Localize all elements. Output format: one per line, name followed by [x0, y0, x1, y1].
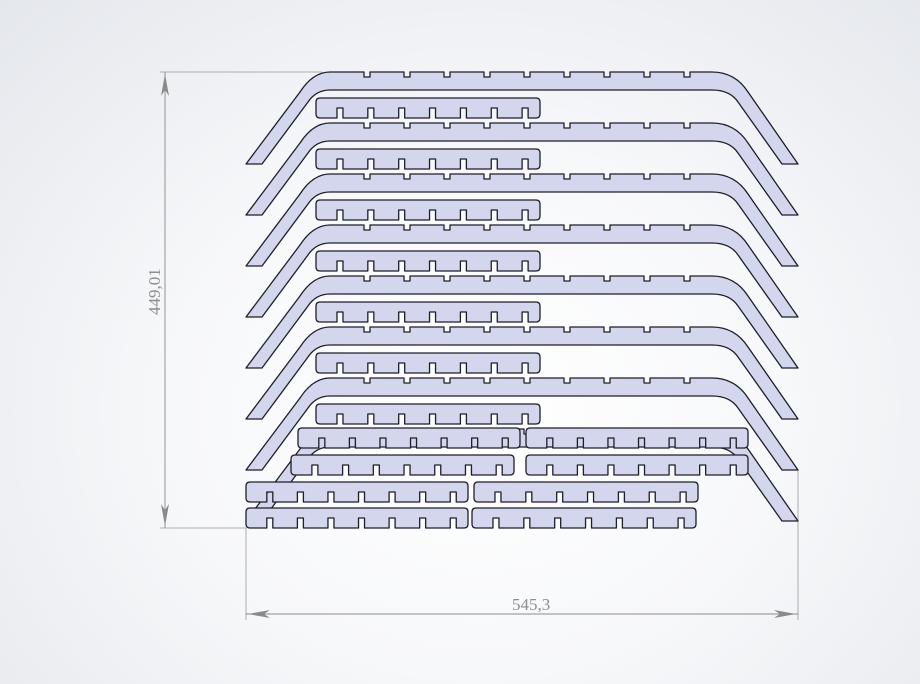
short-slotted-strip-7[interactable] [315, 403, 541, 425]
width-dimension-label: 545,3 [512, 595, 550, 614]
short-slotted-strip-5[interactable] [315, 301, 541, 323]
short-slotted-strip-3[interactable] [315, 199, 541, 221]
arch-rib-3[interactable] [245, 173, 799, 267]
bottom-strip-row1-2[interactable] [525, 427, 749, 449]
arch-rib-2[interactable] [245, 122, 799, 216]
width-arrow-right [774, 610, 796, 618]
height-dimension[interactable]: 449,01 [145, 71, 322, 529]
short-slotted-strip-4[interactable] [315, 250, 541, 272]
arch-rib-4[interactable] [245, 224, 799, 318]
height-arrow-bottom [161, 504, 169, 526]
width-dimension[interactable]: 545,3 [245, 470, 799, 620]
short-slotted-strip-2[interactable] [315, 148, 541, 170]
bottom-strip-row2-1[interactable] [290, 454, 515, 476]
bottom-strip-row3-1[interactable] [245, 481, 469, 503]
arch-rib-5[interactable] [245, 275, 799, 369]
nested-parts [245, 71, 799, 529]
arch-rib-7[interactable] [245, 377, 799, 471]
bottom-strip-row3-2[interactable] [473, 481, 699, 503]
bottom-strip-row4-1[interactable] [245, 507, 469, 529]
arch-rib-1[interactable] [245, 71, 799, 165]
short-slotted-strip-6[interactable] [315, 352, 541, 374]
bottom-strip-row1-1[interactable] [297, 427, 521, 449]
height-arrow-top [161, 74, 169, 96]
bottom-strip-row4-2[interactable] [471, 507, 697, 529]
width-arrow-left [248, 610, 270, 618]
bottom-strip-row2-2[interactable] [525, 454, 749, 476]
height-dimension-label: 449,01 [145, 268, 164, 315]
short-slotted-strip-1[interactable] [315, 97, 541, 119]
arch-rib-6[interactable] [245, 326, 799, 420]
